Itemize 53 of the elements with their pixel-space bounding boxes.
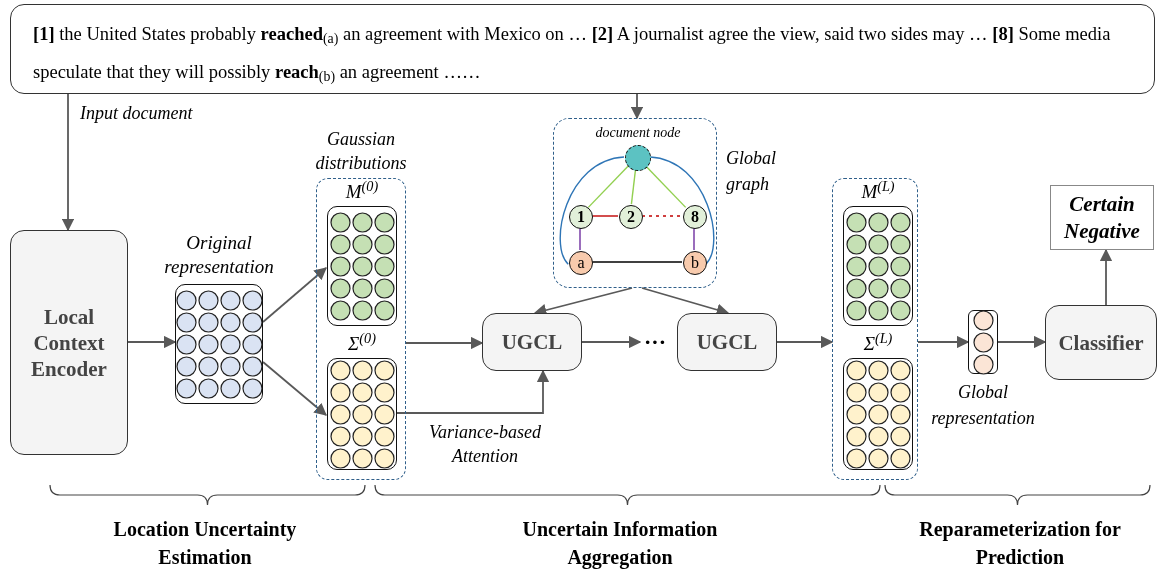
arrow <box>262 267 327 323</box>
arrow <box>997 335 1047 349</box>
process-label: Local Context Encoder <box>30 303 108 382</box>
graph-edge <box>591 215 619 217</box>
node-label: b <box>691 255 699 271</box>
arrow <box>262 361 327 416</box>
dashed-group <box>832 178 918 480</box>
document-box <box>10 4 1155 94</box>
arrow <box>127 335 177 349</box>
arrow <box>581 335 642 349</box>
graph-edge <box>587 165 629 209</box>
node-label: 8 <box>691 209 699 225</box>
process-box <box>1045 305 1157 380</box>
arrow <box>395 369 550 414</box>
graph-edge <box>649 156 715 265</box>
output-box <box>1050 185 1154 250</box>
section-label: Uncertain Information Aggregation <box>521 517 719 571</box>
graph-edge <box>630 169 637 205</box>
matrix-label: Σ$^{(0)}$ <box>347 332 377 356</box>
process-label: UGCL <box>500 329 564 355</box>
matrix-label: M$^{(0)}$ <box>344 180 380 204</box>
matrix-label: Σ$^{(L)}$ <box>862 332 894 356</box>
arrow <box>405 336 484 350</box>
arrow <box>61 93 75 232</box>
process-box <box>10 230 128 455</box>
process-label: UGCL <box>695 329 759 355</box>
process-label: Classifier <box>1057 329 1145 356</box>
group-label: Gaussian distributions <box>314 128 408 175</box>
graph-edge <box>559 156 625 265</box>
graph-edge <box>693 227 695 251</box>
arrow <box>630 93 644 120</box>
vector-label: Global representation <box>930 381 1036 430</box>
output-label: Certain Negative <box>1063 190 1141 245</box>
arrow <box>917 335 970 349</box>
matrix-label: M$^{(L)}$ <box>860 180 896 204</box>
process-box <box>482 313 582 371</box>
node-label: a <box>577 255 585 271</box>
graph-edge <box>645 165 687 209</box>
graph-edge <box>579 227 581 251</box>
group-label: Global graph <box>726 147 777 196</box>
section-label: Location Uncertainty Estimation <box>112 517 298 570</box>
section-label: Reparameterization for Prediction <box>918 517 1122 570</box>
process-box <box>677 313 777 371</box>
node-caption: document node <box>595 124 681 142</box>
arrow <box>1099 248 1113 306</box>
graph-edge <box>591 261 683 263</box>
ellipsis-text: ··· <box>644 331 666 353</box>
arrow <box>776 335 834 349</box>
matrix-label: Original representation <box>163 231 275 279</box>
document-text: [1] the United States probably reached$_{(a)}$ an agreement with Mexico on … [2] A journalist agree the view, said two sides may … [8] Some media speculate that they will possibly reach$_{(b)}$ an agreement …… <box>33 23 1112 87</box>
node-label: 2 <box>627 209 635 225</box>
graph-edge <box>641 215 683 217</box>
node-label: 1 <box>577 209 585 225</box>
